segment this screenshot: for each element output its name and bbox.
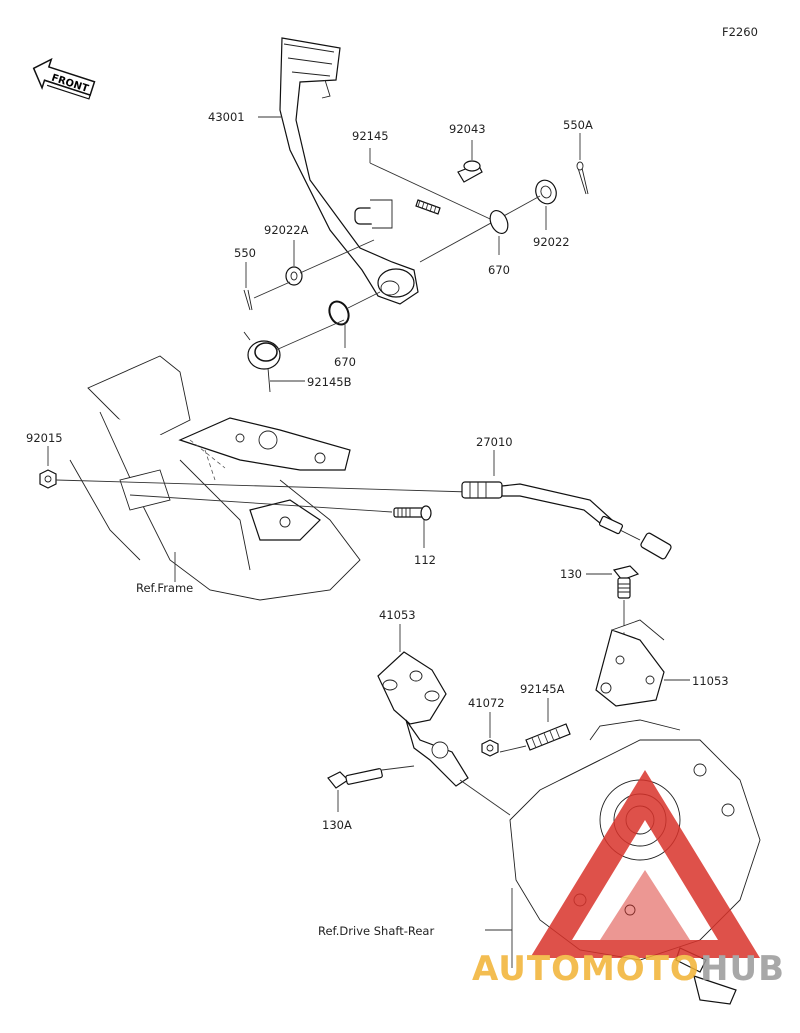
washer-92022 (535, 179, 557, 205)
diagram-code: F2260 (722, 25, 758, 39)
cotter-pin-550 (243, 289, 253, 311)
label-92145: 92145 (352, 129, 389, 143)
label-92022A: 92022A (264, 223, 309, 237)
brake-switch-27010 (461, 481, 672, 560)
front-arrow-icon: FRONT (32, 57, 96, 100)
label-130: 130 (560, 567, 582, 581)
label-92015: 92015 (26, 431, 63, 445)
lever-41053 (377, 651, 469, 787)
cotter-pin-550A (576, 161, 589, 195)
pin-92043 (457, 160, 483, 183)
label-670-b: 670 (334, 355, 356, 369)
bracket-11053 (595, 619, 665, 707)
spring-92145A (525, 723, 571, 751)
label-130A: 130A (322, 818, 352, 832)
watermark-text-2: HUB (700, 949, 785, 989)
label-27010: 27010 (476, 435, 513, 449)
label-11053: 11053 (692, 674, 729, 688)
label-43001: 43001 (208, 110, 245, 124)
nut-41072 (481, 739, 499, 757)
oring-670-b (328, 300, 350, 326)
bolt-112 (393, 505, 432, 521)
bolt-130 (612, 565, 640, 599)
label-41072: 41072 (468, 696, 505, 710)
label-670-a: 670 (488, 263, 510, 277)
label-550: 550 (234, 246, 256, 260)
brake-pedal (279, 37, 419, 305)
watermark-text-1: AUTOMOTO (472, 949, 700, 989)
spring-92145 (415, 199, 441, 215)
label-112: 112 (414, 553, 436, 567)
label-92145A: 92145A (520, 682, 565, 696)
label-92022: 92022 (533, 235, 570, 249)
bolt-130A (327, 768, 383, 789)
frame-ref (69, 355, 361, 601)
oring-670-a (489, 210, 509, 234)
label-550A: 550A (563, 118, 593, 132)
label-41053: 41053 (379, 608, 416, 622)
ref-drive-shaft-label: Ref.Drive Shaft-Rear (318, 924, 434, 938)
label-92043: 92043 (449, 122, 486, 136)
washer-92022A (285, 266, 303, 286)
spring-92145B (243, 331, 281, 393)
nut-92015 (39, 469, 57, 489)
ref-frame-label: Ref.Frame (136, 581, 193, 595)
label-92145B: 92145B (307, 375, 352, 389)
automotohub-watermark: AUTOMOTO HUB (472, 770, 785, 989)
